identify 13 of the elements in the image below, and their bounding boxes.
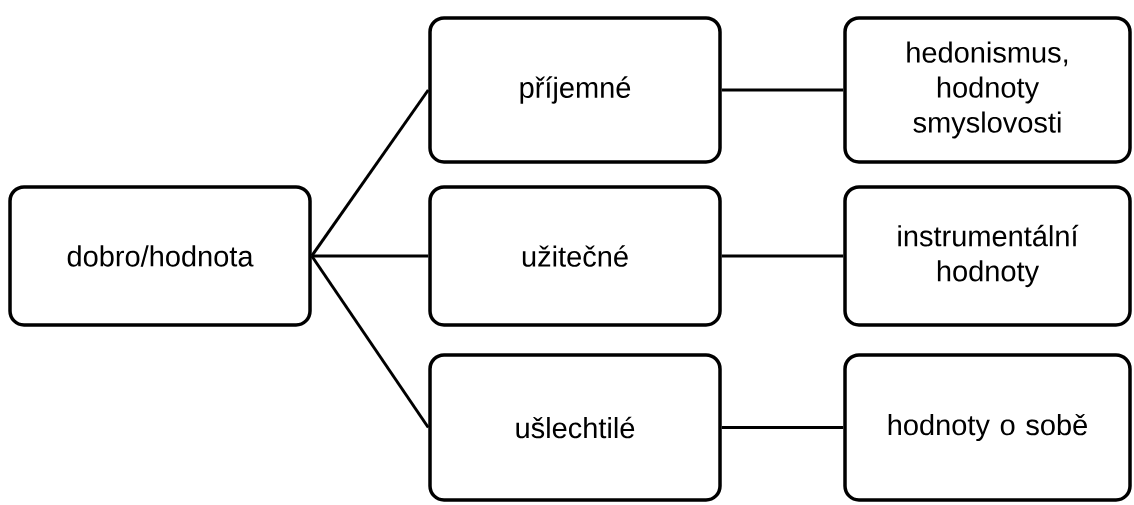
box: hedonismus, hodnoty smyslovosti xyxy=(843,16,1132,164)
connector-line xyxy=(721,426,844,429)
box: hodnoty o sobě xyxy=(843,353,1132,502)
box: příjemné xyxy=(428,16,722,164)
box: užitečné xyxy=(428,185,722,327)
connector-line xyxy=(721,254,844,258)
connector-line xyxy=(311,254,429,258)
box: instrumentální hodnoty xyxy=(843,185,1132,327)
connector-line xyxy=(310,255,430,429)
connector-line xyxy=(721,88,844,92)
connector-line xyxy=(310,89,430,257)
box: dobro/hodnota xyxy=(8,185,312,327)
box: ušlechtilé xyxy=(428,353,722,502)
